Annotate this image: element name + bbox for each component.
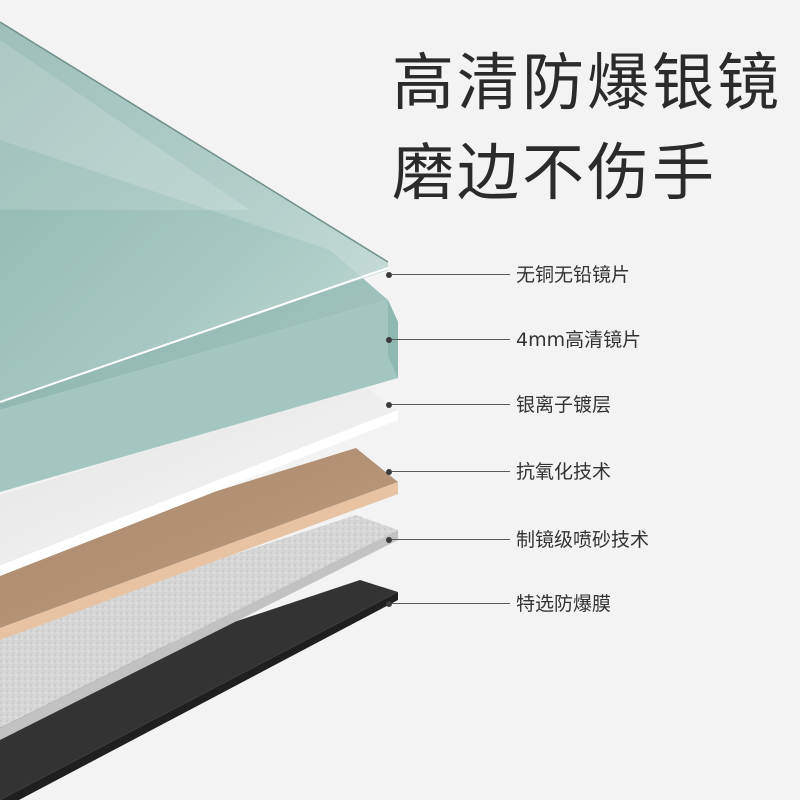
callout-label: 制镜级喷砂技术: [516, 529, 650, 551]
callout-dot: [386, 469, 392, 475]
callout-explosion-proof-film: 特选防爆膜: [386, 592, 800, 616]
callout-label: 抗氧化技术: [516, 461, 612, 483]
callout-leader-line: [392, 471, 510, 472]
glass-side: [0, 300, 398, 492]
callout-leader-line: [392, 274, 510, 275]
anti-oxidation-face: [0, 448, 398, 628]
clear-glass-face: [0, 22, 388, 402]
film-face: [0, 580, 398, 800]
silver-face: [0, 385, 398, 565]
film-edge: [0, 592, 398, 800]
callout-dot: [386, 402, 392, 408]
callout-dot: [386, 601, 392, 607]
headline-line-2: 磨边不伤手: [392, 136, 718, 209]
callout-anti-oxidation: 抗氧化技术: [386, 460, 800, 484]
layer-explosion-proof-film: [0, 580, 398, 800]
clear-glass-reflection: [0, 40, 250, 210]
callout-sandblast: 制镜级喷砂技术: [386, 528, 800, 552]
callout-dot: [386, 272, 392, 278]
anti-oxidation-edge: [0, 482, 398, 640]
callout-leader-line: [392, 539, 510, 540]
clear-glass-highlight: [0, 267, 389, 403]
callout-label: 银离子镀层: [516, 394, 612, 416]
callout-dot: [386, 537, 392, 543]
callout-label: 4mm高清镜片: [516, 329, 642, 351]
callout-label: 无铜无铅镜片: [516, 264, 631, 286]
callout-label: 特选防爆膜: [516, 593, 612, 615]
callout-leader-line: [392, 603, 510, 604]
callout-leader-line: [392, 404, 510, 405]
layer-silver-coating: [0, 385, 398, 576]
callout-dot: [386, 337, 392, 343]
sandblast-face: [0, 515, 398, 728]
silver-edge: [0, 410, 398, 576]
callout-silver-coating: 银离子镀层: [386, 393, 800, 417]
headline-line-1: 高清防爆银镜: [392, 46, 783, 119]
layer-clear-glass: [0, 21, 389, 403]
callout-hd-glass: 4mm高清镜片: [386, 328, 800, 352]
layer-sandblast: [0, 515, 398, 740]
callout-copper-lead-free-glass: 无铜无铅镜片: [386, 263, 800, 287]
callout-leader-line: [392, 339, 510, 340]
sandblast-edge: [0, 530, 398, 740]
clear-glass-back-edge: [0, 21, 389, 263]
layer-anti-oxidation: [0, 448, 398, 640]
